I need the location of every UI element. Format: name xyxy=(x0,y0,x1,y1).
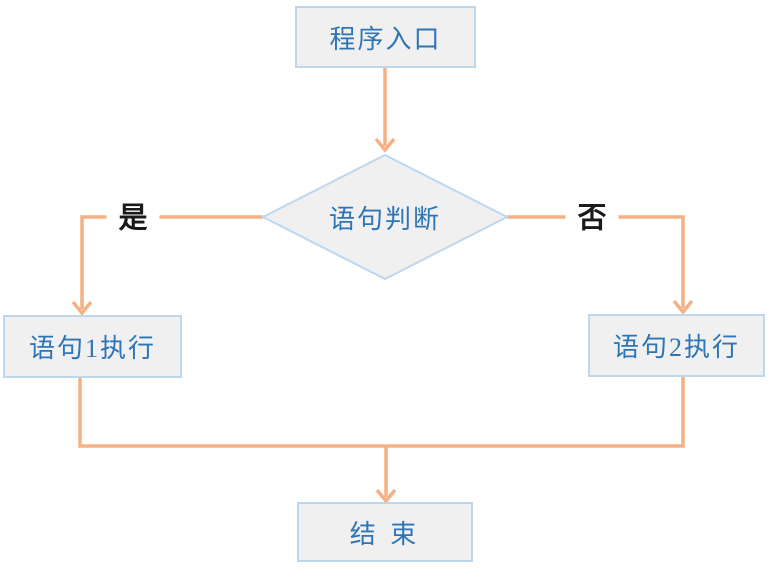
branch-label-no: 否 xyxy=(565,201,619,237)
node-end-label: 结 束 xyxy=(349,519,421,549)
node-decision-label: 语句判断 xyxy=(328,204,441,234)
node-stmt2-label: 语句2执行 xyxy=(612,333,740,362)
node-stmt1-label: 语句1执行 xyxy=(28,334,156,363)
node-stmt1: 语句1执行 xyxy=(3,315,182,378)
edge-stmt1-to-merge xyxy=(78,378,386,448)
decision-diamond-shape xyxy=(260,153,510,281)
arrowhead-into-stmt1 xyxy=(71,300,93,316)
node-entry: 程序入口 xyxy=(295,6,476,68)
node-entry-label: 程序入口 xyxy=(329,24,442,54)
node-end: 结 束 xyxy=(297,502,473,562)
edge-stmt2-to-merge xyxy=(386,377,685,448)
edge-decision-to-stmt1 xyxy=(80,215,263,309)
arrowhead-into-end xyxy=(375,488,397,504)
node-stmt2: 语句2执行 xyxy=(588,314,765,377)
branch-label-yes: 是 xyxy=(106,201,160,237)
arrowhead-into-decision xyxy=(374,137,396,153)
arrowhead-into-stmt2 xyxy=(672,299,694,315)
node-decision-label-box: 语句判断 xyxy=(285,195,485,239)
